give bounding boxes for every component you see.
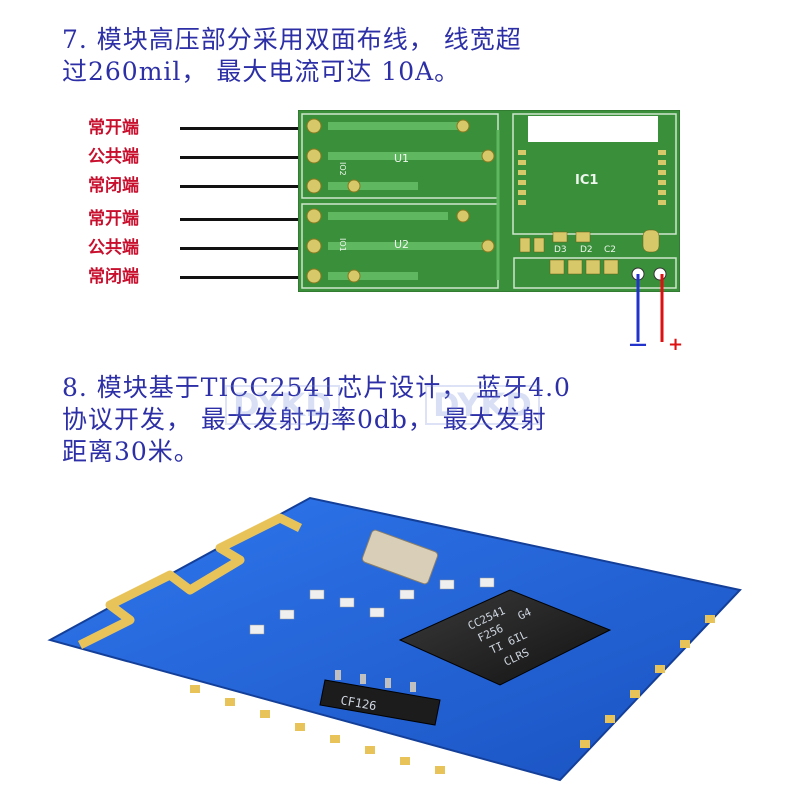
label-d2: D2 bbox=[580, 245, 593, 255]
pin-line bbox=[180, 185, 298, 188]
pin-line bbox=[180, 276, 298, 279]
label-d3: D3 bbox=[554, 245, 567, 255]
pin-line bbox=[180, 127, 298, 130]
wire-label-positive: + bbox=[668, 334, 684, 355]
pin-label-no-1: 常开端 bbox=[88, 118, 139, 138]
pin-label-com-1: 公共端 bbox=[88, 147, 139, 167]
wire-label-negative: — bbox=[629, 334, 647, 355]
label-io2: IO2 bbox=[338, 162, 347, 176]
section-7-text: 7. 模块高压部分采用双面布线， 线宽超 过260mil， 最大电流可达 10A… bbox=[62, 25, 522, 86]
pin-label-com-2: 公共端 bbox=[88, 238, 139, 258]
label-u1: U1 bbox=[394, 152, 409, 165]
label-c2: C2 bbox=[604, 245, 616, 255]
bluetooth-module-photo: CC2541 F256 TI 6IL CLRS G4 CF126 bbox=[47, 496, 742, 782]
label-ic1: IC1 bbox=[575, 173, 598, 188]
pin-line bbox=[180, 247, 298, 250]
label-u2: U2 bbox=[394, 238, 409, 251]
pin-line bbox=[180, 156, 298, 159]
relay-pcb-board: IO2 U1 IO1 U2 IC1 D3 D2 C2 bbox=[298, 110, 680, 292]
pin-line bbox=[180, 218, 298, 221]
power-wires bbox=[636, 274, 664, 342]
label-io1: IO1 bbox=[338, 238, 347, 252]
section-8-text: 8. 模块基于TICC2541芯片设计， 蓝牙4.0 协议开发， 最大发射功率0… bbox=[62, 373, 571, 466]
pin-label-nc-1: 常闭端 bbox=[88, 176, 139, 196]
chip-marking-line: G4 bbox=[516, 605, 534, 623]
watermark-logo: DYKD bbox=[425, 385, 540, 425]
watermark-logo: DYKD bbox=[225, 385, 340, 425]
pin-label-no-2: 常开端 bbox=[88, 209, 139, 229]
pin-label-nc-2: 常闭端 bbox=[88, 267, 139, 287]
part-marking: CF126 bbox=[339, 693, 377, 713]
